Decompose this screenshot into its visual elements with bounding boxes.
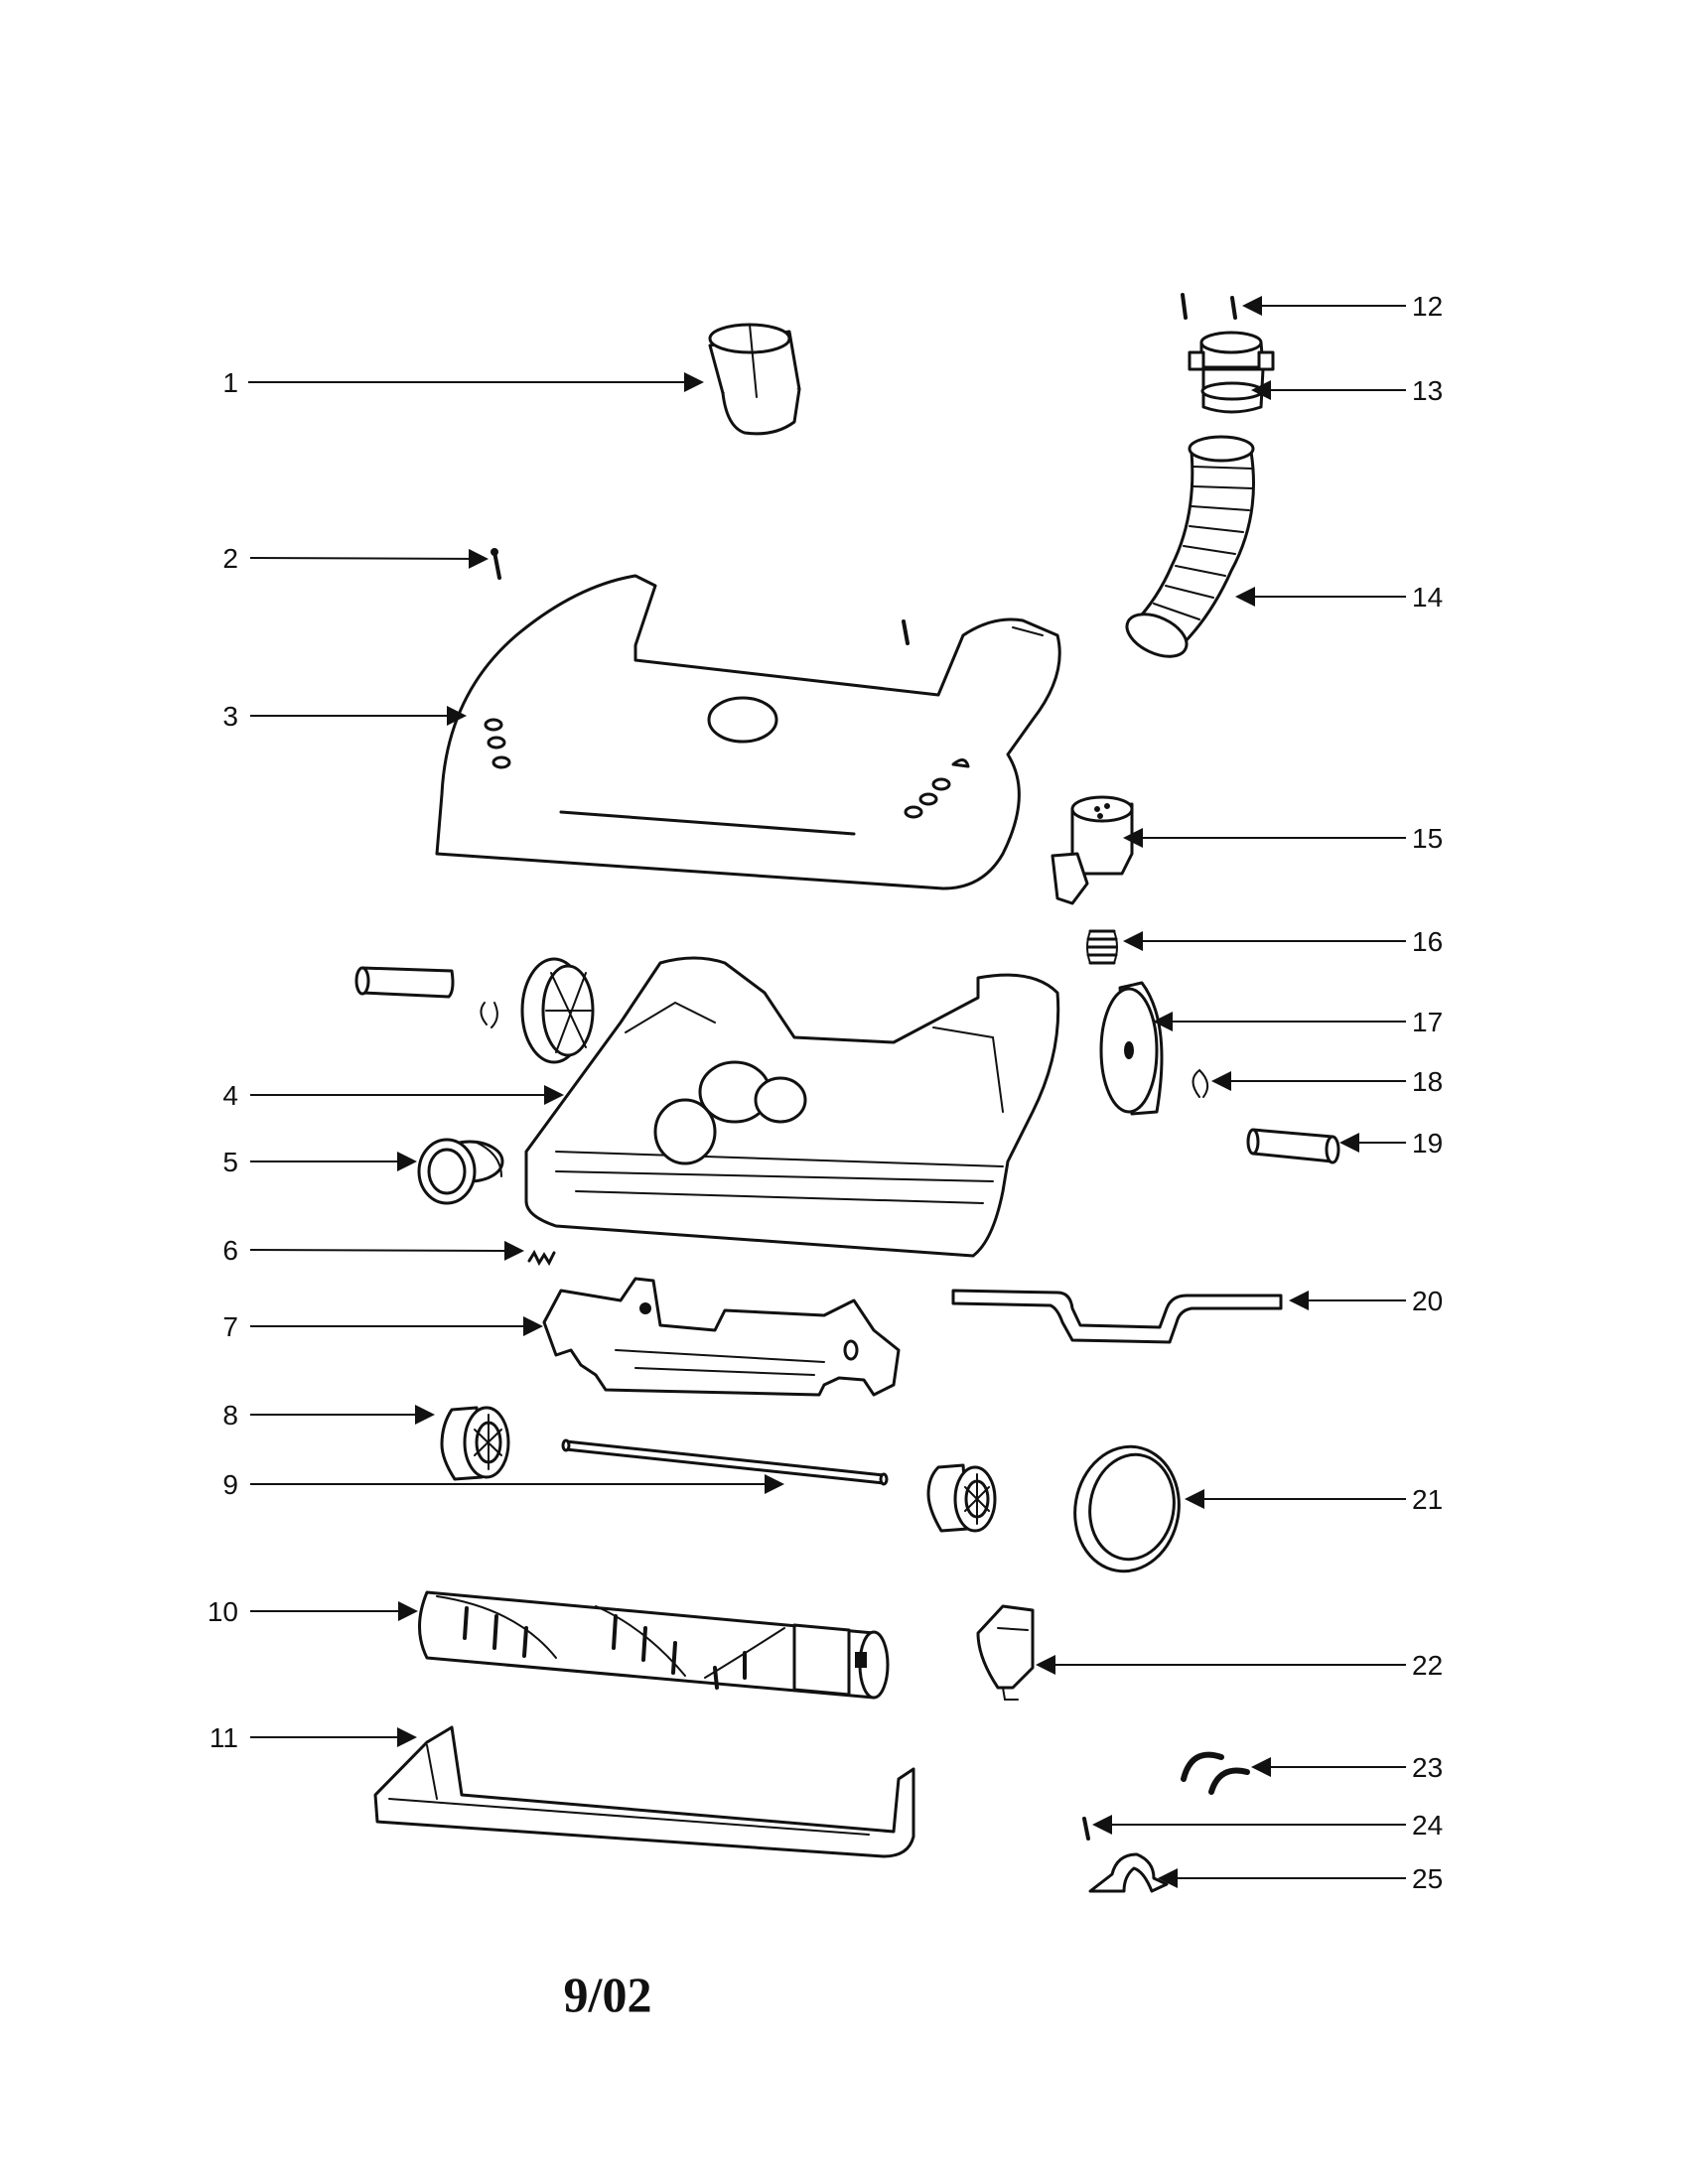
part-2-screw (491, 548, 501, 580)
part-20-channel (951, 1289, 1283, 1344)
callout-23: 23 (1412, 1752, 1443, 1783)
callout-5: 5 (222, 1147, 238, 1177)
callout-21: 21 (1412, 1484, 1443, 1515)
callout-2: 2 (222, 543, 238, 574)
part-6-spring (527, 1249, 556, 1267)
callout-labels: 1 2 3 4 5 6 7 8 9 10 11 12 13 14 15 16 1… (208, 291, 1443, 1894)
leader-lines (248, 296, 1406, 1888)
callout-19: 19 (1412, 1128, 1443, 1159)
callout-24: 24 (1412, 1810, 1443, 1841)
part-23-arc-clips (1181, 1751, 1250, 1795)
date-code: 9/02 (564, 1967, 652, 2022)
part-8-end-cap-right (926, 1463, 997, 1533)
callout-1: 1 (222, 367, 238, 398)
callout-7: 7 (222, 1311, 238, 1342)
leader-line-2 (249, 548, 489, 569)
part-15-valve (1051, 795, 1134, 905)
callout-6: 6 (222, 1235, 238, 1266)
part-24-screw (1082, 1817, 1090, 1841)
part-9-shaft (561, 1438, 889, 1486)
callout-25: 25 (1412, 1863, 1443, 1894)
callout-15: 15 (1412, 823, 1443, 854)
part-3-hood-cover (435, 574, 1061, 890)
part-1-hose-adapter (708, 323, 801, 436)
part-12-screws (1181, 293, 1237, 320)
part-25-clamp (1088, 1852, 1169, 1893)
part-7-nozzle-frame (542, 1277, 901, 1397)
part-4-base-assembly (354, 956, 1060, 1258)
callout-13: 13 (1412, 375, 1443, 406)
part-8-end-cap (440, 1406, 510, 1481)
callout-4: 4 (222, 1080, 238, 1111)
callout-16: 16 (1412, 926, 1443, 957)
callout-11: 11 (210, 1722, 238, 1753)
callout-9: 9 (222, 1469, 238, 1500)
part-14-flex-hose (1125, 435, 1255, 658)
callout-10: 10 (208, 1596, 238, 1627)
part-19-axle (1246, 1128, 1340, 1164)
callout-20: 20 (1412, 1286, 1443, 1316)
callout-17: 17 (1412, 1007, 1443, 1037)
callout-3: 3 (222, 701, 238, 732)
part-11-bumper (373, 1725, 915, 1858)
callout-22: 22 (1412, 1650, 1443, 1681)
part-10-brush-roll (418, 1590, 890, 1700)
part-18-clip (1192, 1069, 1209, 1098)
part-13-hose-cuff (1188, 331, 1275, 414)
part-22-bracket (976, 1604, 1035, 1701)
part-21-belt (1073, 1444, 1181, 1573)
callout-8: 8 (222, 1400, 238, 1431)
part-17-wheel (1099, 981, 1164, 1116)
leader-line-6 (249, 1240, 524, 1261)
part-5-bearing (417, 1138, 504, 1205)
callout-12: 12 (1412, 291, 1443, 322)
callout-18: 18 (1412, 1066, 1443, 1097)
part-16-spring (1086, 929, 1118, 965)
callout-14: 14 (1412, 582, 1443, 613)
